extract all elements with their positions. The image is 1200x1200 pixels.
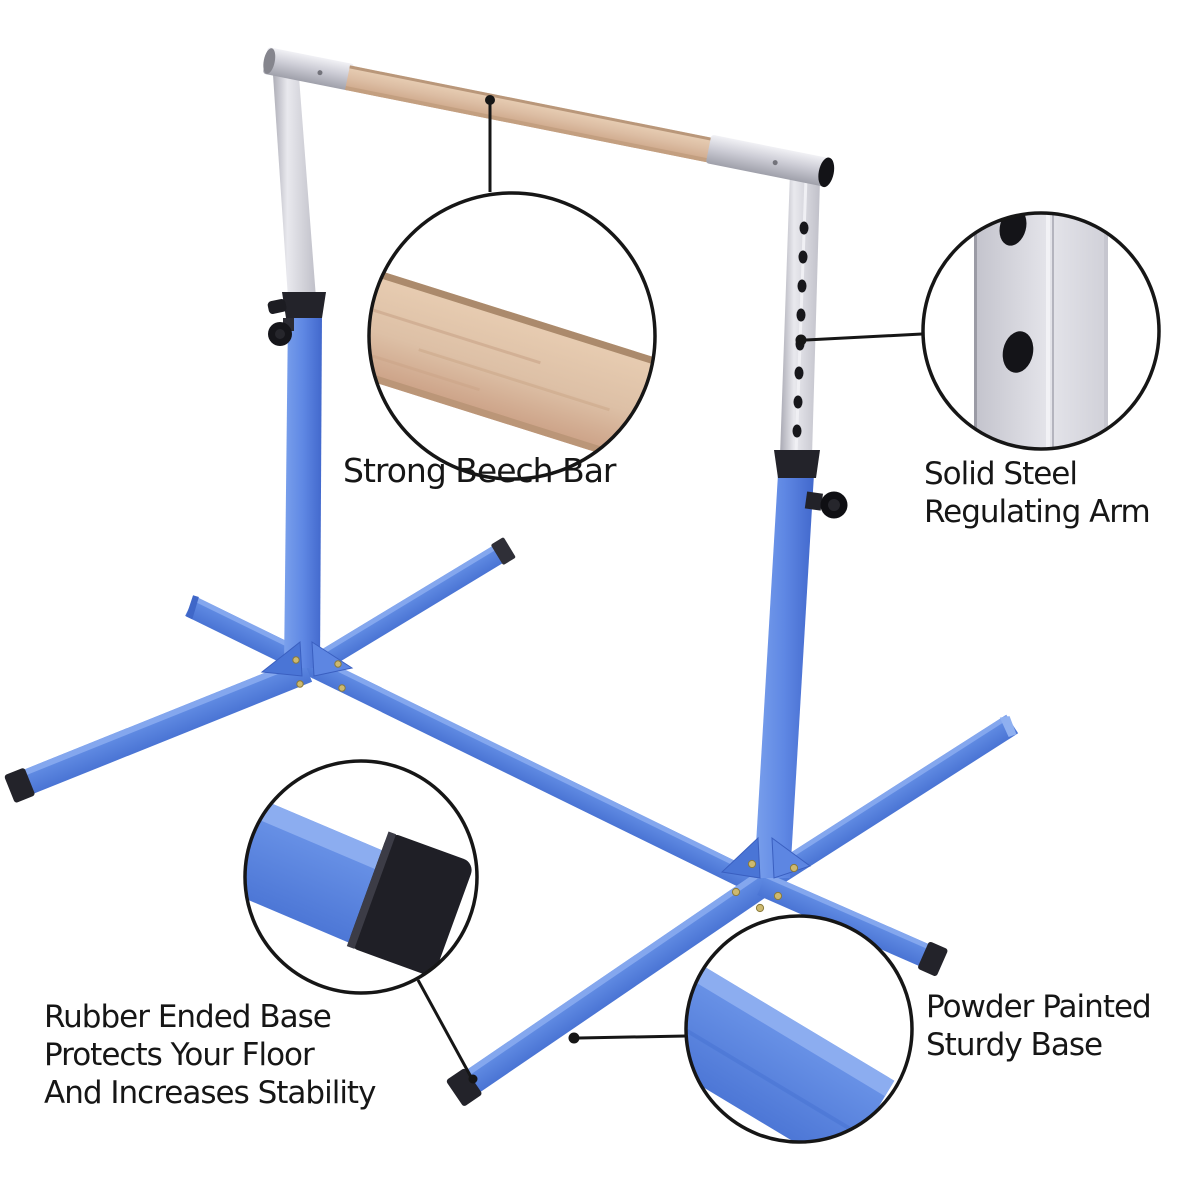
callout-rubber-foot <box>243 759 479 1084</box>
crossbar-left-sleeve <box>263 47 354 91</box>
callout-line-rubber-foot <box>416 979 473 1078</box>
crossbar-right-sleeve <box>706 135 831 187</box>
left-lock-knob <box>267 299 294 346</box>
left-upright-blue-post <box>284 314 322 668</box>
label-line: Solid Steel <box>924 456 1078 492</box>
callout-dot-beech-bar <box>485 95 495 105</box>
callout-dot-steel-arm <box>795 334 807 346</box>
label-line: Regulating Arm <box>924 494 1151 530</box>
rubber-foot-cap-front-right <box>918 941 948 976</box>
callout-powder-base <box>568 914 914 1144</box>
right-base-legs <box>446 714 1019 1106</box>
left-upright-silver-arm <box>272 60 316 298</box>
callout-beech-bar <box>367 95 657 481</box>
left-post-collar <box>282 292 326 318</box>
label-line: Rubber Ended Base <box>44 999 332 1035</box>
label-line: Powder Painted <box>926 989 1152 1025</box>
rubber-foot-cap-front-center <box>446 1068 482 1106</box>
callout-circle-beech-bar <box>367 191 657 481</box>
rubber-foot-cap-front-left <box>4 768 35 803</box>
label-solid-steel-regulating-arm: Solid Steel Regulating Arm <box>924 455 1151 531</box>
label-powder-painted-sturdy-base: Powder Painted Sturdy Base <box>926 988 1152 1064</box>
beech-wood-bar <box>345 65 715 163</box>
label-line: And Increases Stability <box>44 1075 376 1111</box>
label-line: Sturdy Base <box>926 1027 1103 1063</box>
callout-line-powder-base <box>578 1034 687 1040</box>
right-post-collar <box>774 450 820 478</box>
label-line: Strong Beech Bar <box>343 451 616 490</box>
callout-circle-steel-arm <box>921 211 1161 451</box>
label-rubber-ended-base: Rubber Ended Base Protects Your Floor An… <box>44 998 376 1112</box>
right-lock-knob <box>804 491 848 519</box>
left-upright <box>267 60 326 668</box>
callout-dot-powder-base <box>568 1032 580 1044</box>
callout-dot-rubber-foot <box>468 1074 478 1084</box>
callout-circle-rubber-foot <box>243 759 479 995</box>
right-base-gusset <box>720 836 812 913</box>
label-line: Protects Your Floor <box>44 1037 315 1073</box>
callout-line-steel-arm <box>805 332 923 342</box>
callout-circle-powder-base <box>684 914 914 1144</box>
left-base-gusset <box>260 641 354 692</box>
callout-steel-arm <box>795 211 1161 451</box>
right-upright <box>754 172 848 878</box>
crossbar <box>263 47 835 188</box>
right-upright-blue-post <box>754 474 814 878</box>
crossbar-end-cap <box>818 157 835 188</box>
label-strong-beech-bar: Strong Beech Bar <box>343 452 616 490</box>
